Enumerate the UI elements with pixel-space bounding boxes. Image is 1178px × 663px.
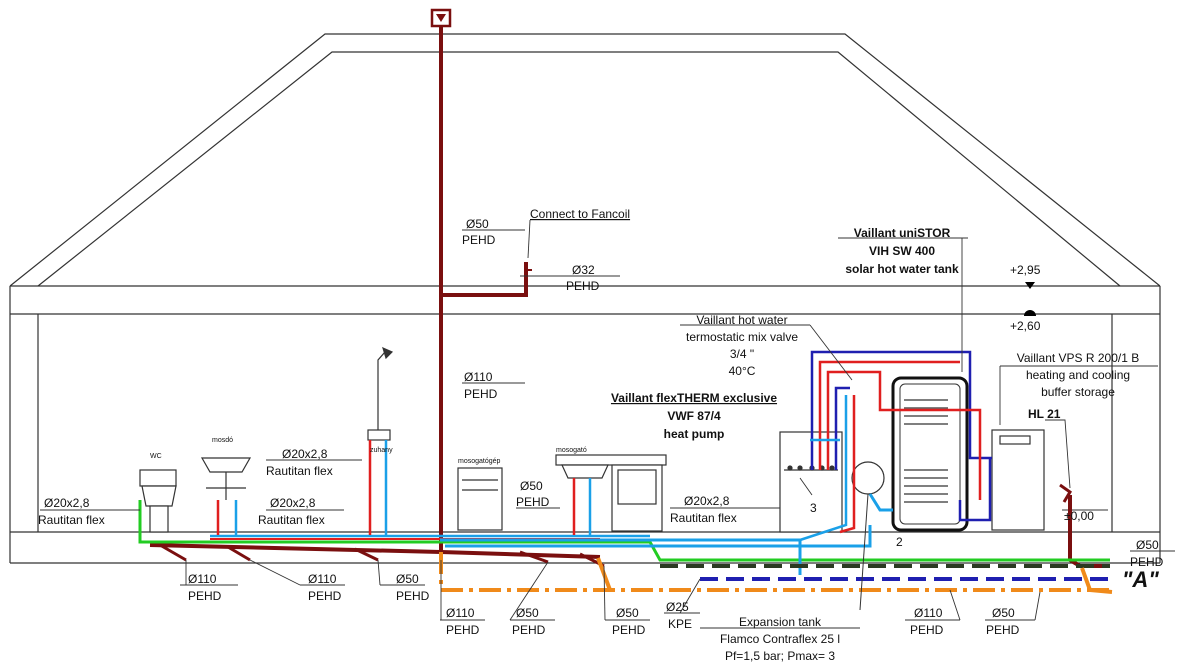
bottom-7-material: PEHD [910,623,944,637]
basin-fixture-label: mosdó [212,437,233,444]
dishwasher-fixture [457,467,503,531]
section-a-label: "A" [1122,567,1159,592]
text-labels: Ø50 PEHD Connect to Fancoil Ø32 PEHD Ø11… [38,207,1164,663]
bottom-7-size: Ø110 [914,606,943,620]
fancoil-branch [441,262,528,297]
heating-circuits [799,350,992,542]
right-drain-size: Ø50 [1136,538,1159,552]
basin-fixture [200,457,252,535]
sewage-collector [149,543,442,554]
bottom-0-material: PEHD [188,589,222,603]
expansion-2: Flamco Contraflex 25 l [720,632,840,646]
shower-fixture-label: zuhany [370,447,393,454]
fancoil-material: PEHD [566,279,600,293]
floor-supply-pipes [138,500,1110,575]
level-floor-label: ±0,00 [1064,509,1094,523]
bottom-4-size: Ø50 [516,606,539,620]
dishwasher-fixture-label: mosogatógép [458,458,501,465]
buffer-storage [991,429,1045,531]
right-drain-pipe [1068,495,1110,568]
sink-fixture-label: mosogató [556,447,587,454]
bottom-3-material: PEHD [446,623,480,637]
bottom-8-size: Ø50 [992,606,1015,620]
heat-pump-1: Vaillant flexTHERM exclusive [611,391,777,405]
buffer-1: Vaillant VPS R 200/1 B [1017,351,1140,365]
mix-valve-1: Vaillant hot water [696,313,787,327]
leader-lines [40,219,1175,629]
green-fixture-supply [138,500,1110,562]
basin-pipe2-material: Rautitan flex [258,513,325,527]
right-drain-material: PEHD [1130,555,1164,569]
mix-valve-3: 3/4 " [730,347,754,361]
wc-pipe-size: Ø20x2,8 [44,496,90,510]
tank-title-2: VIH SW 400 [869,244,935,258]
sink-pipe-size: Ø20x2,8 [684,494,730,508]
mix-valve-4: 40°C [729,364,756,378]
expansion-tank [851,461,885,611]
hl21-label: HL 21 [1028,407,1061,421]
level-ceiling-marker [1024,310,1036,316]
roof-vent-cap [430,8,452,28]
connect-fancoil-label: Connect to Fancoil [530,207,630,221]
vent-size: Ø50 [466,217,489,231]
bottom-6-material: KPE [668,617,692,631]
heat-pump-2: VWF 87/4 [667,409,721,423]
shower-fixture [367,346,394,535]
wc-fixture [139,469,177,533]
buffer-2: heating and cooling [1026,368,1130,382]
basin-pipe1-material: Rautitan flex [266,464,333,478]
sink-pipe-material: Rautitan flex [670,511,737,525]
sink-drain-material: PEHD [516,495,550,509]
level-top-marker [1025,282,1035,289]
basin-pipe2-size: Ø20x2,8 [270,496,316,510]
bottom-8-material: PEHD [986,623,1020,637]
sink-drain-size: Ø50 [520,479,543,493]
vent-material: PEHD [462,233,496,247]
expansion-1: Expansion tank [739,615,822,629]
building-outline [9,33,1161,564]
wc-pipe-material: Rautitan flex [38,513,105,527]
tank-title-3: solar hot water tank [845,262,959,276]
stack-material: PEHD [464,387,498,401]
sink-fixture [555,454,667,535]
bottom-1-material: PEHD [308,589,342,603]
buffer-3: buffer storage [1041,385,1115,399]
bottom-0-size: Ø110 [188,572,217,586]
bottom-5-material: PEHD [612,623,646,637]
level-top-label: +2,95 [1010,263,1041,277]
expansion-3: Pf=1,5 bar; Pmax= 3 [725,649,835,663]
bottom-5-size: Ø50 [616,606,639,620]
mix-valve-2: termostatic mix valve [686,330,798,344]
bottom-4-material: PEHD [512,623,546,637]
solar-hot-water-tank [891,376,969,532]
sewage-pipes [149,26,1110,568]
heat-pump-3: heat pump [664,427,725,441]
bottom-2-material: PEHD [396,589,430,603]
bottom-2-size: Ø50 [396,572,419,586]
wc-fixture-label: WC [150,453,162,460]
callout-3: 3 [810,501,817,515]
bottom-1-size: Ø110 [308,572,337,586]
basin-pipe1-size: Ø20x2,8 [282,447,328,461]
bottom-3-size: Ø110 [446,606,475,620]
stack-size: Ø110 [464,370,493,384]
tank-title-1: Vaillant uniSTOR [854,226,951,240]
level-ceiling-label: +2,60 [1010,319,1041,333]
callout-2: 2 [896,535,903,549]
fancoil-size: Ø32 [572,263,595,277]
bottom-6-size: Ø25 [666,600,689,614]
